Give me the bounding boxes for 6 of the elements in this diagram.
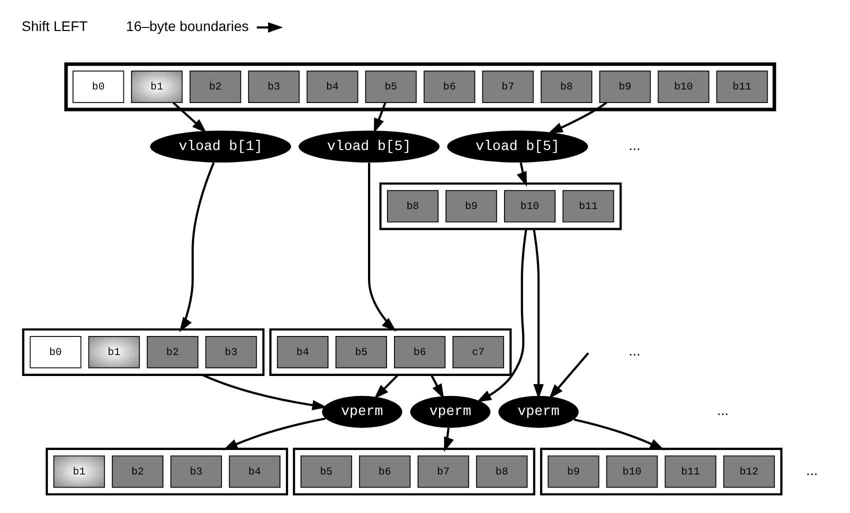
label: ...: [628, 136, 640, 153]
label: ...: [717, 402, 729, 418]
label: ...: [806, 462, 818, 478]
node-text: 16–byte boundaries: [126, 18, 249, 34]
label: ...: [628, 342, 640, 358]
label: Shift LEFT: [22, 18, 88, 34]
